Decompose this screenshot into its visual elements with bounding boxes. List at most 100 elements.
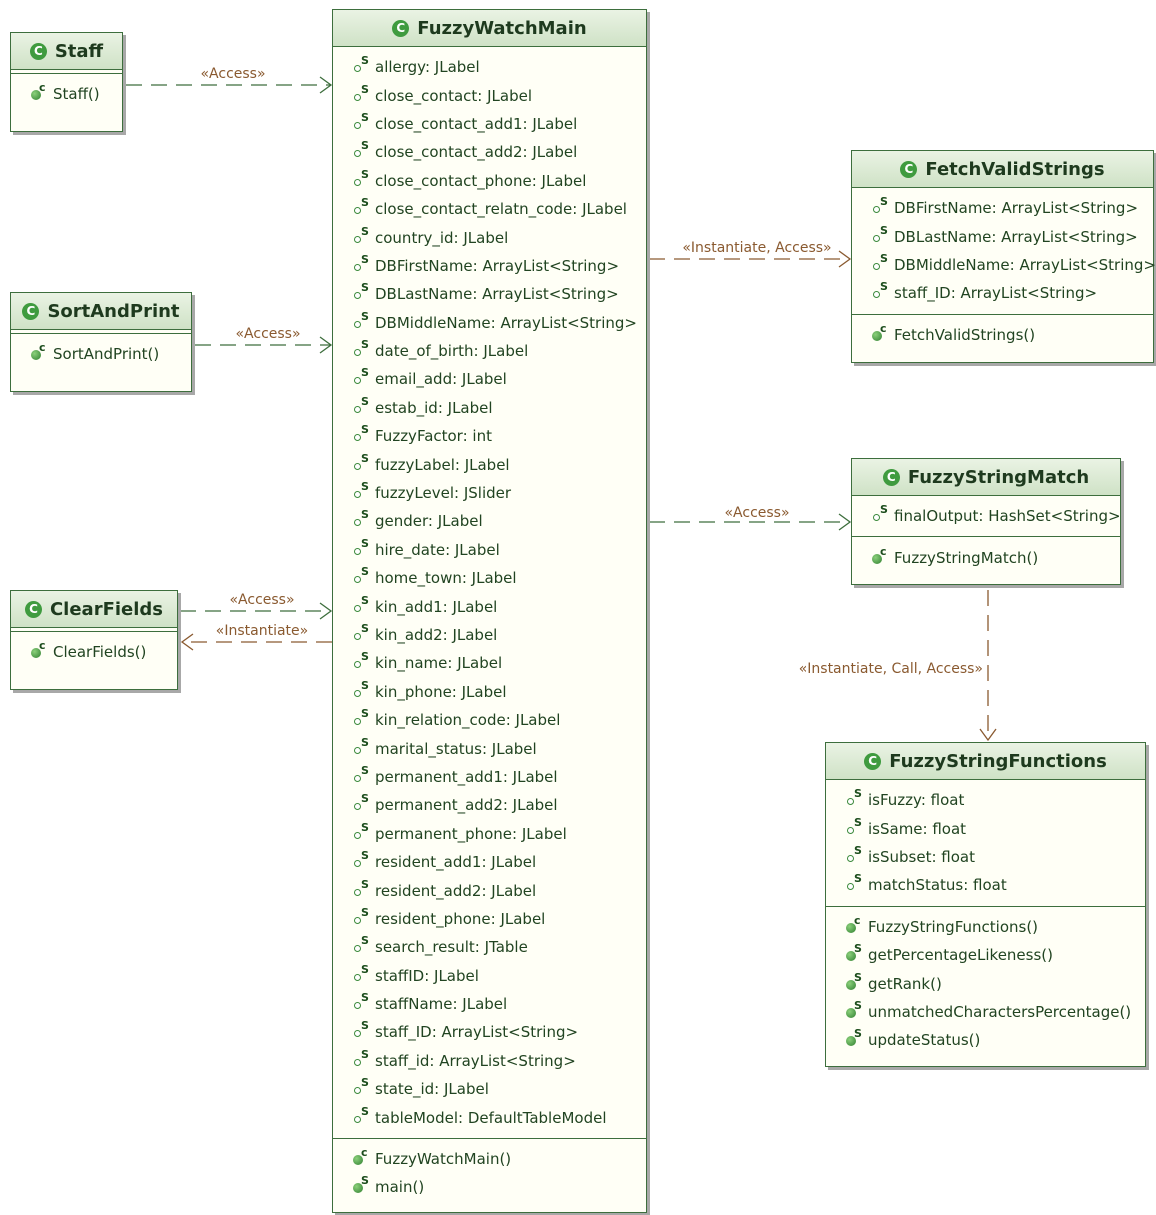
clearfields-access-label: «Access» bbox=[229, 592, 294, 608]
static-field-icon: S bbox=[353, 565, 375, 586]
static-field-icon: S bbox=[353, 934, 375, 955]
static-field-icon: S bbox=[353, 83, 375, 104]
class-icon: C bbox=[24, 600, 42, 618]
static-method-icon: S bbox=[846, 1027, 868, 1048]
static-field-icon: S bbox=[846, 872, 868, 893]
class-icon: C bbox=[22, 302, 40, 320]
clearfields-instantiate-arrowhead bbox=[180, 633, 194, 651]
static-field-icon: S bbox=[353, 622, 375, 643]
static-field-icon: S bbox=[353, 480, 375, 501]
static-field-icon: S bbox=[353, 310, 375, 331]
class-icon: C bbox=[392, 19, 410, 37]
static-field-icon: S bbox=[353, 821, 375, 842]
static-field-icon: S bbox=[353, 849, 375, 870]
static-field-icon: S bbox=[353, 1105, 375, 1126]
class-icon: C bbox=[864, 752, 882, 770]
match-access-label: «Access» bbox=[724, 505, 789, 521]
static-field-icon: S bbox=[353, 253, 375, 274]
static-field-icon: S bbox=[353, 537, 375, 558]
sortandprint-arrowhead bbox=[319, 336, 333, 354]
static-field-icon: S bbox=[872, 252, 894, 273]
static-method-icon: S bbox=[353, 1174, 375, 1195]
constructor-icon: c bbox=[353, 1146, 375, 1167]
class-fuzzystringfunctions-header: C FuzzyStringFunctions bbox=[826, 743, 1145, 780]
class-name: FuzzyStringMatch bbox=[907, 466, 1090, 488]
class-name: FuzzyStringFunctions bbox=[889, 750, 1107, 772]
functions-arrowhead bbox=[979, 728, 997, 742]
constructor-icon: c bbox=[31, 639, 53, 660]
static-field-icon: S bbox=[353, 423, 375, 444]
static-field-icon: S bbox=[353, 111, 375, 132]
static-field-icon: S bbox=[353, 650, 375, 671]
